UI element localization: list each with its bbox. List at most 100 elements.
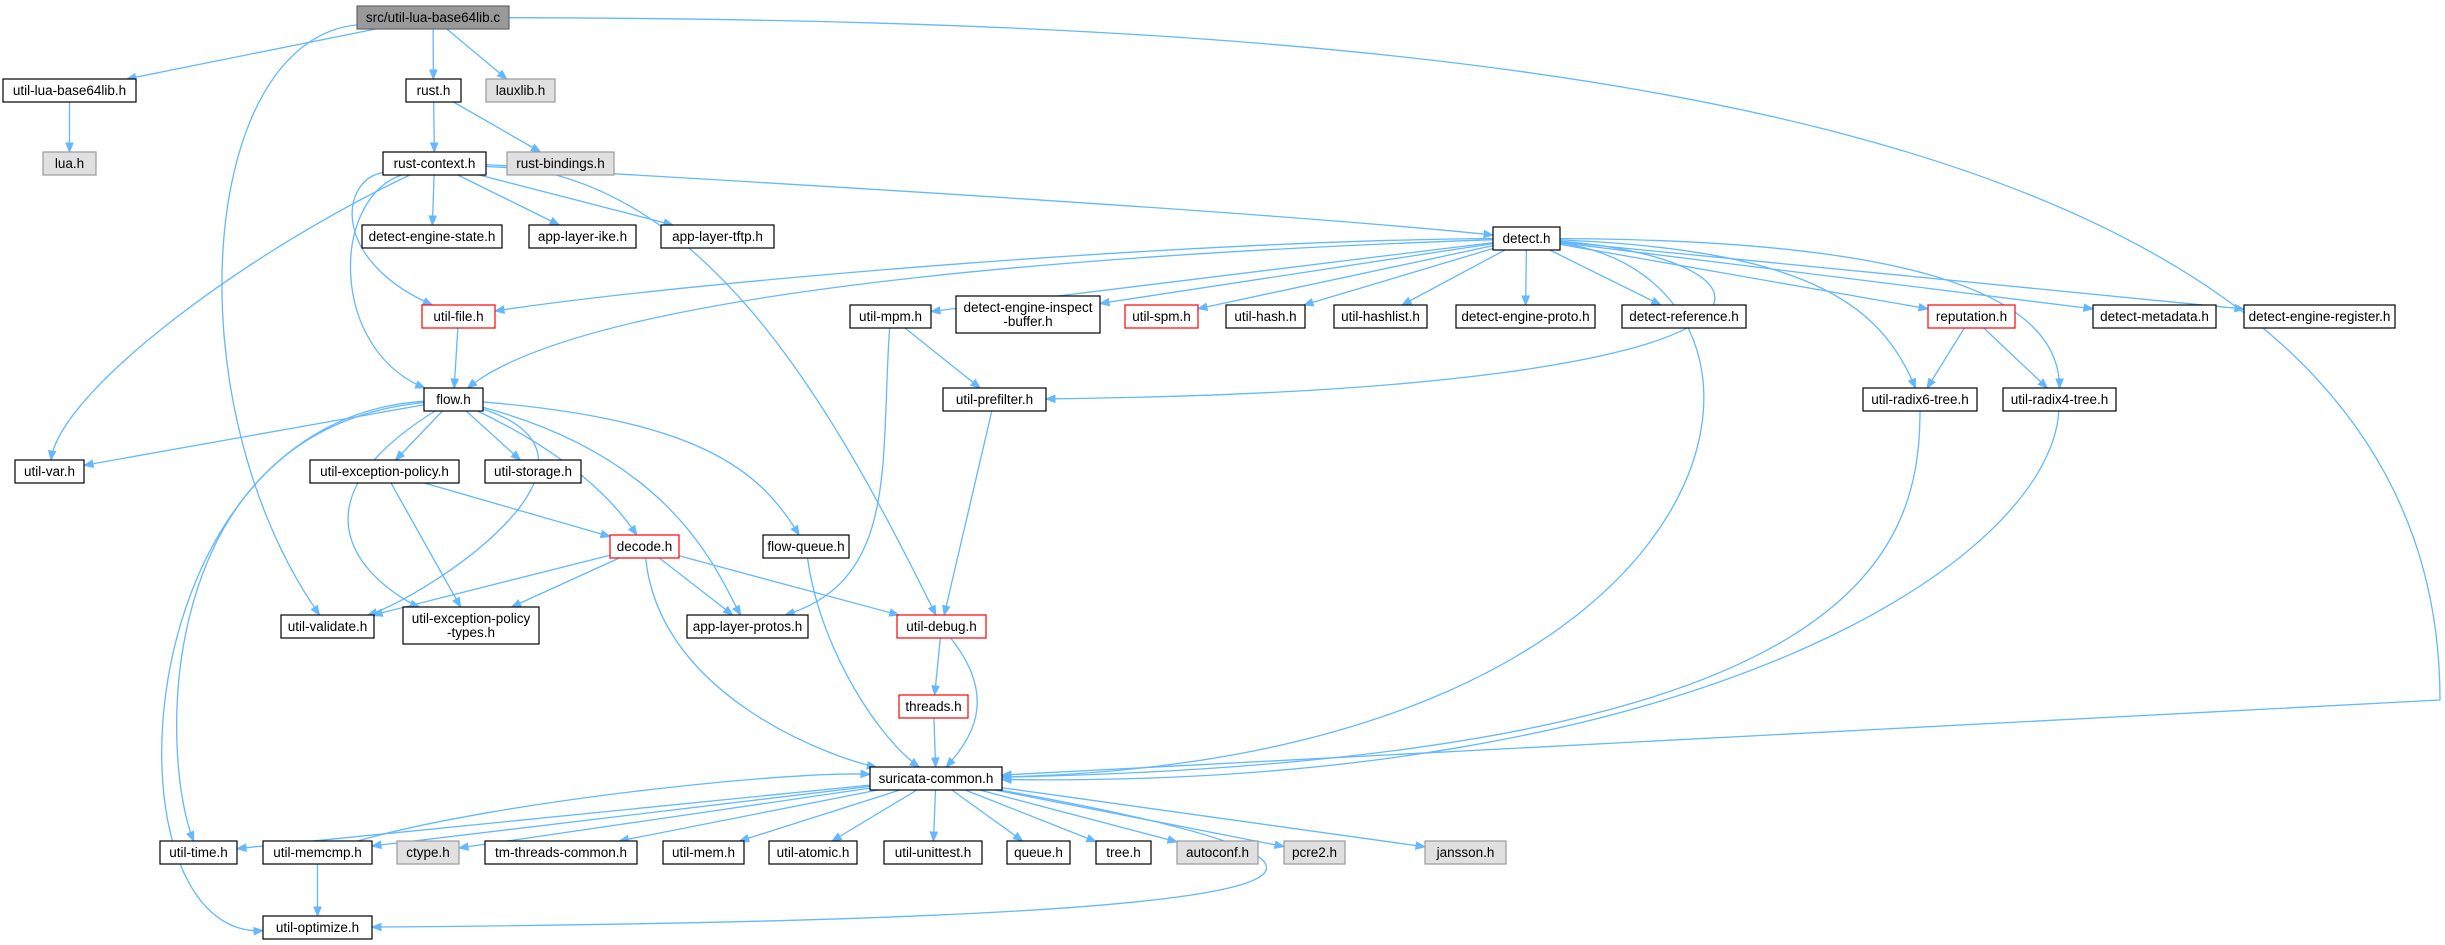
node-detect-h[interactable]: detect.h — [1492, 226, 1561, 251]
node-util-optimize-h[interactable]: util-optimize.h — [262, 915, 373, 940]
node-autoconf-h[interactable]: autoconf.h — [1176, 840, 1259, 865]
node-box[interactable] — [883, 840, 983, 865]
node-box[interactable] — [1006, 840, 1071, 865]
node-reputation-h[interactable]: reputation.h — [1927, 304, 2016, 329]
node-box[interactable] — [609, 534, 680, 559]
node-box[interactable] — [506, 151, 615, 176]
node-box[interactable] — [1095, 840, 1152, 865]
node-decode-h[interactable]: decode.h — [609, 534, 680, 559]
node-util-hashlist-h[interactable]: util-hashlist.h — [1333, 304, 1428, 329]
node-app-layer-protos-h[interactable]: app-layer-protos.h — [686, 614, 809, 639]
node-util-storage-h[interactable]: util-storage.h — [484, 459, 582, 484]
node-lauxlib-h[interactable]: lauxlib.h — [485, 78, 556, 103]
node-util-lua-base64lib-h[interactable]: util-lua-base64lib.h — [2, 78, 137, 103]
node-flow-queue-h[interactable]: flow-queue.h — [762, 534, 850, 559]
node-jansson-h[interactable]: jansson.h — [1424, 840, 1507, 865]
node-suricata-common-h[interactable]: suricata-common.h — [869, 766, 1003, 791]
node-flow-h[interactable]: flow.h — [423, 387, 484, 412]
node-app-layer-tftp-h[interactable]: app-layer-tftp.h — [660, 224, 775, 249]
node-box[interactable] — [361, 224, 503, 249]
node-util-prefilter-h[interactable]: util-prefilter.h — [942, 387, 1047, 412]
node-detect-engine-state-h[interactable]: detect-engine-state.h — [361, 224, 503, 249]
node-util-validate-h[interactable]: util-validate.h — [280, 614, 375, 639]
node-box[interactable] — [2243, 304, 2396, 329]
node-detect-engine-inspect-buffer-h[interactable]: detect-engine-inspect-buffer.h — [955, 295, 1101, 334]
node-box[interactable] — [762, 534, 850, 559]
node-tm-threads-common-h[interactable]: tm-threads-common.h — [484, 840, 638, 865]
node-box[interactable] — [1455, 304, 1596, 329]
node-box[interactable] — [660, 224, 775, 249]
node-util-debug-h[interactable]: util-debug.h — [896, 614, 987, 639]
node-util-hash-h[interactable]: util-hash.h — [1225, 304, 1306, 329]
node-box[interactable] — [421, 304, 496, 329]
node-box[interactable] — [942, 387, 1047, 412]
node-util-atomic-h[interactable]: util-atomic.h — [768, 840, 858, 865]
node-util-spm-h[interactable]: util-spm.h — [1124, 304, 1199, 329]
node-root[interactable]: src/util-lua-base64lib.c — [356, 5, 510, 30]
node-box[interactable] — [898, 694, 969, 719]
node-box[interactable] — [14, 459, 85, 484]
node-box[interactable] — [262, 915, 373, 940]
node-box[interactable] — [484, 459, 582, 484]
node-pcre2-h[interactable]: pcre2.h — [1283, 840, 1346, 865]
node-box[interactable] — [2, 78, 137, 103]
node-box[interactable] — [662, 840, 745, 865]
node-box[interactable] — [1492, 226, 1561, 251]
node-util-radix4-tree-h[interactable]: util-radix4-tree.h — [2002, 387, 2117, 412]
node-box[interactable] — [402, 606, 540, 645]
node-detect-engine-proto-h[interactable]: detect-engine-proto.h — [1455, 304, 1596, 329]
node-tree-h[interactable]: tree.h — [1095, 840, 1152, 865]
node-box[interactable] — [485, 78, 556, 103]
node-box[interactable] — [382, 151, 487, 176]
node-box[interactable] — [955, 295, 1101, 334]
node-box[interactable] — [686, 614, 809, 639]
node-util-file-h[interactable]: util-file.h — [421, 304, 496, 329]
node-rust-context-h[interactable]: rust-context.h — [382, 151, 487, 176]
node-box[interactable] — [528, 224, 637, 249]
node-box[interactable] — [849, 304, 932, 329]
node-box[interactable] — [423, 387, 484, 412]
node-box[interactable] — [896, 614, 987, 639]
node-box[interactable] — [396, 840, 460, 865]
node-box[interactable] — [2002, 387, 2117, 412]
node-util-var-h[interactable]: util-var.h — [14, 459, 85, 484]
node-util-unittest-h[interactable]: util-unittest.h — [883, 840, 983, 865]
node-ctype-h[interactable]: ctype.h — [396, 840, 460, 865]
node-box[interactable] — [159, 840, 238, 865]
node-util-exception-policy-h[interactable]: util-exception-policy.h — [309, 459, 460, 484]
node-box[interactable] — [42, 151, 97, 176]
node-box[interactable] — [484, 840, 638, 865]
node-rust-bindings-h[interactable]: rust-bindings.h — [506, 151, 615, 176]
node-box[interactable] — [356, 5, 510, 30]
node-box[interactable] — [1124, 304, 1199, 329]
node-box[interactable] — [1424, 840, 1507, 865]
node-box[interactable] — [262, 840, 373, 865]
node-box[interactable] — [1283, 840, 1346, 865]
node-box[interactable] — [1927, 304, 2016, 329]
node-box[interactable] — [1176, 840, 1259, 865]
node-detect-reference-h[interactable]: detect-reference.h — [1621, 304, 1747, 329]
node-box[interactable] — [405, 78, 462, 103]
node-box[interactable] — [1862, 387, 1978, 412]
node-box[interactable] — [1225, 304, 1306, 329]
node-box[interactable] — [1621, 304, 1747, 329]
node-box[interactable] — [768, 840, 858, 865]
node-app-layer-ike-h[interactable]: app-layer-ike.h — [528, 224, 637, 249]
node-util-memcmp-h[interactable]: util-memcmp.h — [262, 840, 373, 865]
node-box[interactable] — [869, 766, 1003, 791]
node-box[interactable] — [1333, 304, 1428, 329]
node-detect-engine-register-h[interactable]: detect-engine-register.h — [2243, 304, 2396, 329]
node-box[interactable] — [2092, 304, 2217, 329]
node-util-radix6-tree-h[interactable]: util-radix6-tree.h — [1862, 387, 1978, 412]
node-rust-h[interactable]: rust.h — [405, 78, 462, 103]
node-box[interactable] — [309, 459, 460, 484]
node-util-time-h[interactable]: util-time.h — [159, 840, 238, 865]
node-box[interactable] — [280, 614, 375, 639]
node-lua-h[interactable]: lua.h — [42, 151, 97, 176]
node-util-mpm-h[interactable]: util-mpm.h — [849, 304, 932, 329]
node-util-mem-h[interactable]: util-mem.h — [662, 840, 745, 865]
node-detect-metadata-h[interactable]: detect-metadata.h — [2092, 304, 2217, 329]
node-util-exception-policy-types-h[interactable]: util-exception-policy-types.h — [402, 606, 540, 645]
node-threads-h[interactable]: threads.h — [898, 694, 969, 719]
node-queue-h[interactable]: queue.h — [1006, 840, 1071, 865]
